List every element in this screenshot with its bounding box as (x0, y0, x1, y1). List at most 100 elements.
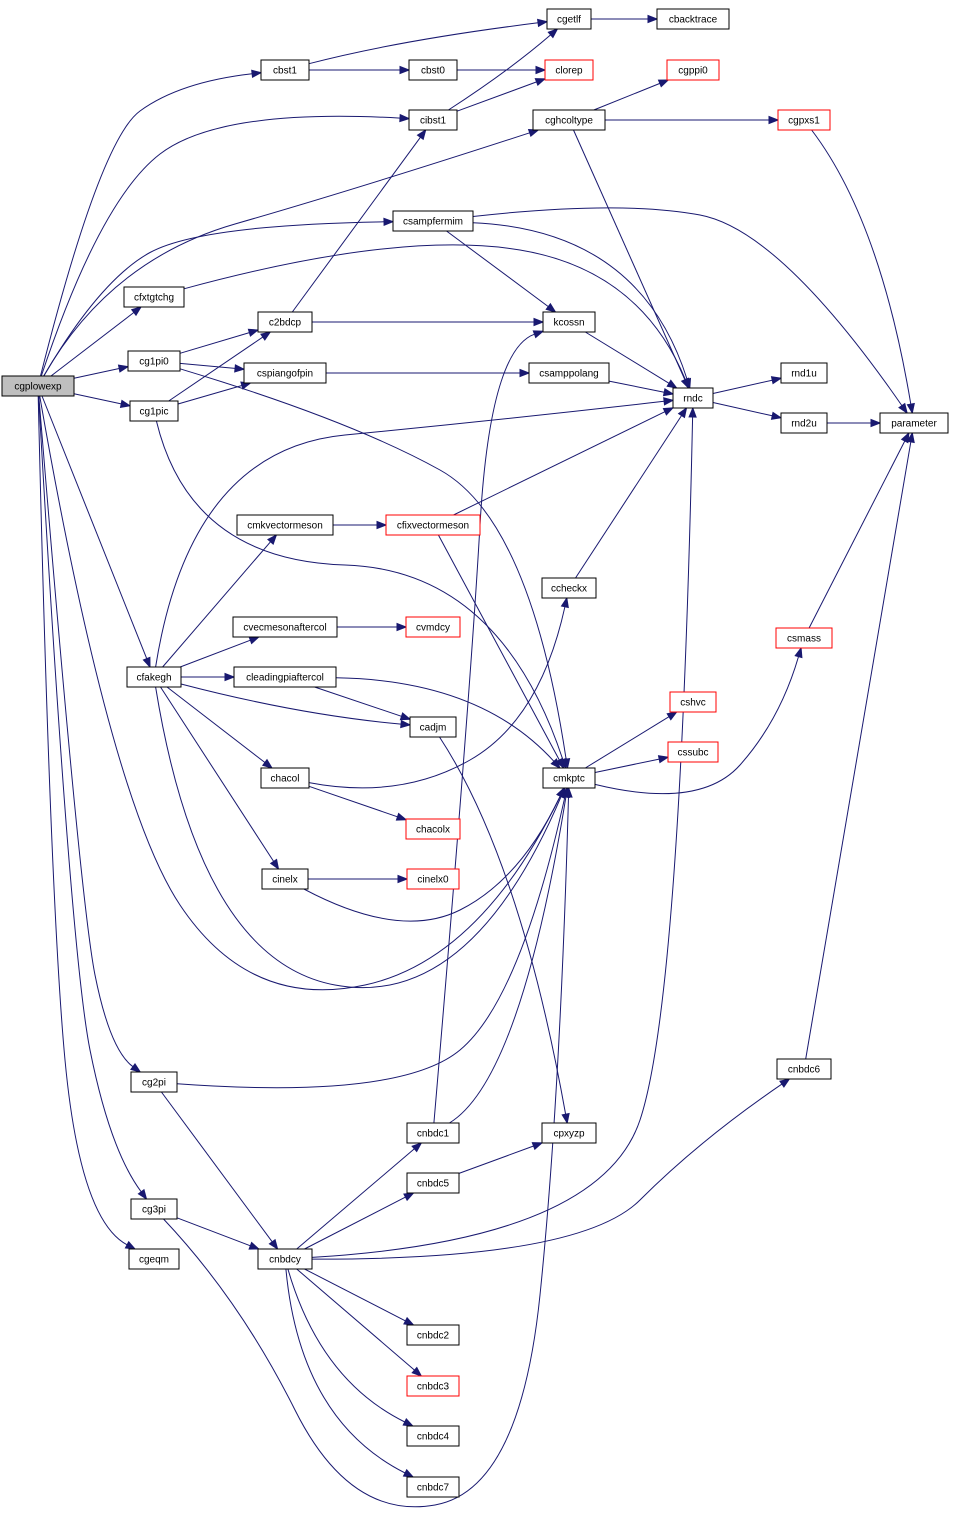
edge-line (811, 129, 912, 405)
node-cfakegh[interactable]: cfakegh (126, 666, 182, 688)
node-csampfermim[interactable]: csampfermim (392, 210, 474, 232)
node-csmass[interactable]: csmass (775, 627, 833, 649)
node-cbst0[interactable]: cbst0 (408, 59, 458, 81)
node-cadjm[interactable]: cadjm (409, 716, 457, 738)
edge-cadjm-to-cpxyzp (439, 736, 570, 1125)
edge-cfakegh-to-cmkptc (155, 686, 566, 989)
node-cghcoltype[interactable]: cghcoltype (532, 109, 606, 131)
node-cvecmesonaftercol[interactable]: cvecmesonaftercol (232, 616, 338, 638)
node-cg2pi[interactable]: cg2pi (130, 1071, 178, 1093)
edge-line (335, 677, 555, 762)
node-cnbdc1[interactable]: cnbdc1 (406, 1122, 460, 1144)
node-cnbdc7[interactable]: cnbdc7 (406, 1476, 460, 1498)
edge-line (296, 1148, 415, 1250)
edge-line (162, 541, 271, 668)
node-box (780, 362, 828, 384)
node-box (780, 412, 828, 434)
node-cgpxs1[interactable]: cgpxs1 (777, 109, 831, 131)
edge-arrowhead (137, 1188, 148, 1201)
node-cg3pi[interactable]: cg3pi (130, 1198, 178, 1220)
node-label: cfixvectormeson (397, 521, 469, 532)
node-cleadingpiaftercol[interactable]: cleadingpiaftercol (233, 666, 337, 688)
node-box (406, 868, 460, 890)
edge-arrowhead (560, 596, 569, 609)
node-cnbdc3[interactable]: cnbdc3 (406, 1375, 460, 1397)
node-cpxyzp[interactable]: cpxyzp (541, 1122, 597, 1144)
node-box (392, 210, 474, 232)
node-box (232, 616, 338, 638)
edge-line (308, 22, 539, 65)
edge-line (573, 129, 686, 381)
node-cmkptc[interactable]: cmkptc (542, 767, 596, 789)
edge-cmkptc-to-csmass (594, 646, 803, 795)
node-cnbdc6[interactable]: cnbdc6 (776, 1058, 832, 1080)
edge-arrowhead (900, 431, 910, 444)
node-c2bdcp[interactable]: c2bdcp (257, 311, 313, 333)
node-box (406, 1375, 460, 1397)
edge-arrowhead (662, 407, 675, 416)
node-cvmdcy[interactable]: cvmdcy (405, 616, 461, 638)
node-cfxtgtchg[interactable]: cfxtgtchg (123, 286, 185, 308)
edge-rndc-to-rnd1u (712, 376, 783, 394)
edge-arrowhead (550, 758, 561, 770)
edge-cgplowexp-to-cghcoltype (43, 128, 540, 377)
edge-line (176, 796, 566, 1089)
node-chacol[interactable]: chacol (260, 767, 310, 789)
node-cfixvectormeson[interactable]: cfixvectormeson (385, 514, 481, 536)
edge-cfakegh-to-cvecmesonaftercol (180, 636, 261, 668)
node-cnbdcy[interactable]: cnbdcy (257, 1248, 313, 1270)
node-rnd2u[interactable]: rnd2u (780, 412, 828, 434)
node-box (127, 350, 181, 372)
node-label: cssubc (677, 748, 708, 759)
node-cg1pic[interactable]: cg1pic (129, 400, 179, 422)
node-parameter[interactable]: parameter (879, 412, 949, 434)
node-cibst1[interactable]: cibst1 (408, 109, 458, 131)
node-csamppolang[interactable]: csamppolang (528, 362, 610, 384)
node-label: cvecmesonaftercol (243, 623, 326, 634)
node-box (666, 59, 720, 81)
node-rnd1u[interactable]: rnd1u (780, 362, 828, 384)
edge-arrowhead (124, 1240, 137, 1250)
node-cg1pi0[interactable]: cg1pi0 (127, 350, 181, 372)
node-cspiangofpin[interactable]: cspiangofpin (243, 362, 327, 384)
node-chacolx[interactable]: chacolx (405, 818, 461, 840)
node-rndc[interactable]: rndc (672, 387, 714, 409)
node-clorep[interactable]: clorep (544, 59, 594, 81)
edge-line (179, 332, 250, 354)
node-label: c2bdcp (269, 318, 302, 329)
node-cgplowexp[interactable]: cgplowexp (1, 375, 75, 397)
edge-ccheckx-to-rndc (575, 406, 688, 579)
node-label: cadjm (420, 723, 447, 734)
node-box (544, 59, 594, 81)
edge-arrowhead (545, 302, 557, 313)
node-cbacktrace[interactable]: cbacktrace (656, 8, 730, 30)
node-kcossn[interactable]: kcossn (542, 311, 596, 333)
node-ccheckx[interactable]: ccheckx (541, 577, 597, 599)
edge-cbst0-to-clorep (457, 65, 547, 75)
node-cshvc[interactable]: cshvc (669, 691, 717, 713)
node-cnbdc5[interactable]: cnbdc5 (406, 1172, 460, 1194)
edge-arrowhead (130, 306, 143, 317)
node-cbst1[interactable]: cbst1 (260, 59, 310, 81)
edge-arrowhead (416, 128, 427, 141)
node-cgetlf[interactable]: cgetlf (546, 8, 592, 30)
node-box (257, 311, 313, 333)
node-cnbdc2[interactable]: cnbdc2 (406, 1324, 460, 1346)
edge-cinelx-to-cmkptc (303, 786, 565, 922)
node-cgeqm[interactable]: cgeqm (128, 1248, 180, 1270)
edge-line (439, 736, 567, 1115)
node-cinelx[interactable]: cinelx (261, 868, 309, 890)
node-label: cspiangofpin (257, 369, 313, 380)
edge-arrowhead (396, 622, 408, 632)
node-cgppi0[interactable]: cgppi0 (666, 59, 720, 81)
edge-arrowhead (403, 1192, 415, 1202)
node-box (130, 1071, 178, 1093)
node-cinelx0[interactable]: cinelx0 (406, 868, 460, 890)
node-cnbdc4[interactable]: cnbdc4 (406, 1425, 460, 1447)
node-box (667, 741, 719, 763)
node-cssubc[interactable]: cssubc (667, 741, 719, 763)
node-box (406, 1425, 460, 1447)
node-box (542, 311, 596, 333)
edge-line (160, 686, 275, 862)
node-cmkvectormeson[interactable]: cmkvectormeson (236, 514, 334, 536)
